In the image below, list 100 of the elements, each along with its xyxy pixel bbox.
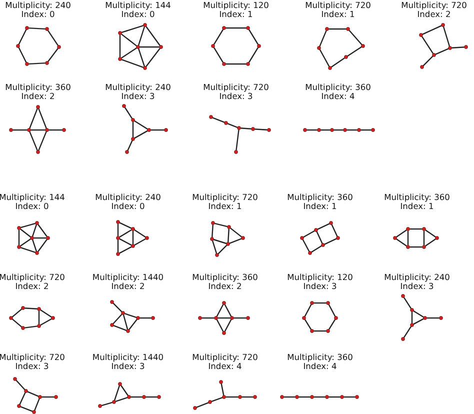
plot-title: Multiplicity: 360 [305,83,371,92]
graph-vertex [420,65,424,69]
graph-edge [119,238,132,246]
graph-vertex [27,128,31,132]
plot-title: Index: 2 [21,92,55,100]
graph-vertex [51,316,55,320]
graph-vertex [159,45,163,49]
plot-title: Multiplicity: 144 [105,1,171,10]
plot-title: Multiplicity: 360 [192,273,258,282]
graph-edge [236,130,240,150]
graph-edge [20,228,32,238]
graph-vertex [423,316,427,320]
graph-edge [29,108,38,129]
plot-title: Index: 1 [321,10,355,18]
plot-title: Multiplicity: 360 [5,83,71,92]
graph-vertex [246,26,250,30]
graph-edge [298,396,310,398]
graph-edge [442,26,450,47]
graph-vertex [361,44,365,48]
graph-edge [146,48,160,68]
graph-edge [452,46,464,48]
graph-vertex [157,395,161,399]
graph-edge [302,239,310,252]
graph-vertex [21,326,25,330]
graph-vertex [325,395,329,399]
graph-vertex [419,33,423,37]
plot-title: Index: 3 [303,282,337,290]
graph-edge [304,304,312,317]
graph-edge [24,326,38,328]
graph-edge [48,48,58,62]
graph-vertex [131,244,135,248]
graph-vertex [317,128,321,132]
plot-title: Index: 1 [303,202,337,210]
graph-vertex [147,128,151,132]
graph-vertex [45,128,49,132]
graph-vertex [122,104,126,108]
graph-vertex [25,62,29,66]
graph-vertex [143,66,147,70]
graph-edge [29,131,38,151]
graph-vertex [406,227,410,231]
graph-vertex [230,316,234,320]
graph-vertex [193,406,197,410]
graph-edge [40,318,52,326]
graph-edge [40,309,52,318]
graph-edge [42,396,54,398]
graph-vertex [145,236,149,240]
graph-edge [18,47,27,63]
graph-vertex [37,307,41,311]
graph-edge [127,140,133,151]
graph-vertex [308,251,312,255]
graph-vertex [222,395,226,399]
graph-vertex [112,400,116,404]
graph-vertex [222,331,226,335]
graph-edge [150,129,164,131]
graph-vertex [136,316,140,320]
graph-vertex [401,337,405,341]
graph-vertex [393,236,397,240]
graph-vertex [410,323,414,327]
graph-vertex [45,61,49,65]
graph-vertex [36,105,40,109]
graph-edge [47,30,59,46]
graph-vertex [371,128,375,132]
graph-edge [320,129,330,131]
graph-vertex [118,31,122,35]
graph-vertex [295,395,299,399]
graph-edge [132,230,134,244]
graph-edge [435,48,449,55]
graph-edge [317,223,330,230]
graph-edge [212,224,214,238]
plot-title: Index: 0 [15,202,49,210]
graph-vertex [246,316,250,320]
graph-edge [422,56,434,66]
plot-title: Index: 3 [400,282,434,290]
graph-vertex [267,128,271,132]
plot-title: Multiplicity: 720 [401,1,467,10]
graph-edge [229,238,242,244]
graph-vertex [38,395,42,399]
graph-edge [213,29,224,45]
graph-vertex [464,45,468,49]
graph-edge [18,29,27,45]
graph-edge [24,308,38,310]
graph-edge [121,47,137,59]
graph-edge [242,396,254,398]
graph-vertex [222,62,226,66]
plot-title: Index: 4 [321,92,355,100]
graph-edge [316,231,323,244]
graph-edge [230,228,242,238]
graph-edge [138,48,146,67]
graph-edge [284,396,296,398]
graph-edge [216,319,224,332]
graph-edge [20,246,36,254]
graph-edge [396,238,407,247]
graph-vertex [215,253,219,257]
plot-title: Index: 2 [111,282,145,290]
graph-vertex [329,221,333,225]
graph-edge [38,108,47,129]
plot-title: Multiplicity: 720 [192,353,258,362]
graph-edge [360,129,372,131]
graph-edge [28,27,46,30]
graph-edge [304,319,312,330]
